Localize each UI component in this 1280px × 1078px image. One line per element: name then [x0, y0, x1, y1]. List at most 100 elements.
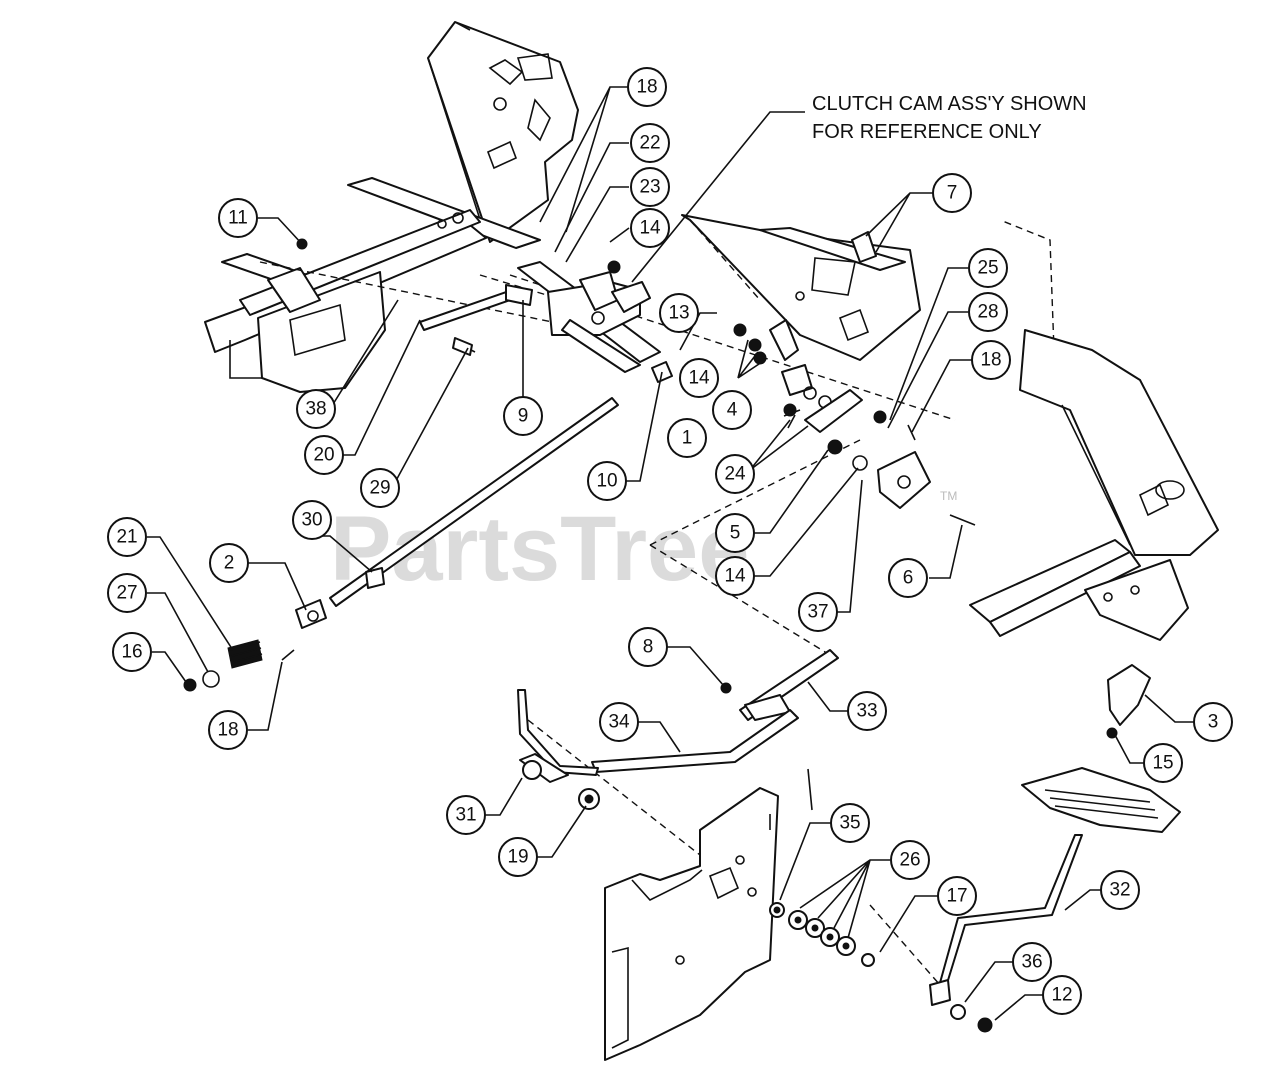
- svg-text:10: 10: [596, 471, 617, 492]
- callout-18-top: 18: [627, 67, 667, 107]
- callout-17: 17: [937, 876, 977, 916]
- callout-32: 32: [1100, 870, 1140, 910]
- svg-text:16: 16: [121, 642, 142, 663]
- svg-text:25: 25: [977, 258, 998, 279]
- callout-20: 20: [304, 435, 344, 475]
- callout-4: 4: [712, 390, 752, 430]
- svg-text:19: 19: [507, 847, 528, 868]
- svg-text:31: 31: [455, 805, 476, 826]
- callout-22: 22: [630, 123, 670, 163]
- callout-26: 26: [890, 840, 930, 880]
- svg-text:35: 35: [839, 813, 860, 834]
- svg-text:11: 11: [228, 208, 248, 229]
- callout-18-left: 18: [208, 710, 248, 750]
- svg-text:22: 22: [639, 133, 660, 154]
- svg-text:14: 14: [724, 566, 746, 587]
- svg-text:2: 2: [224, 553, 235, 574]
- callout-38: 38: [296, 389, 336, 429]
- svg-text:17: 17: [946, 886, 967, 907]
- svg-text:14: 14: [688, 368, 710, 389]
- watermark-text: PartsTree: [330, 498, 749, 600]
- svg-text:1: 1: [682, 428, 693, 449]
- svg-text:9: 9: [518, 406, 529, 427]
- callout-14-top: 14: [630, 208, 670, 248]
- callout-5: 5: [715, 513, 755, 553]
- callout-12: 12: [1042, 975, 1082, 1015]
- svg-text:4: 4: [727, 400, 738, 421]
- right-frame: [969, 329, 1219, 641]
- svg-text:18: 18: [217, 720, 238, 741]
- svg-text:38: 38: [305, 399, 326, 420]
- svg-text:23: 23: [639, 177, 660, 198]
- svg-text:32: 32: [1109, 880, 1130, 901]
- callout-34: 34: [599, 702, 639, 742]
- callout-11: 11: [218, 198, 258, 238]
- svg-text:21: 21: [116, 527, 137, 548]
- clutch-cam-assembly: [517, 260, 661, 373]
- svg-text:18: 18: [636, 77, 657, 98]
- svg-text:20: 20: [313, 445, 334, 466]
- svg-text:18: 18: [980, 350, 1001, 371]
- svg-text:15: 15: [1152, 753, 1173, 774]
- svg-text:13: 13: [668, 303, 689, 324]
- svg-text:33: 33: [856, 701, 877, 722]
- callout-35: 35: [830, 803, 870, 843]
- svg-text:36: 36: [1021, 952, 1042, 973]
- callout-37: 37: [798, 592, 838, 632]
- callout-33: 33: [847, 691, 887, 731]
- svg-text:30: 30: [301, 510, 322, 531]
- right-platform: [681, 214, 921, 361]
- lower-side-panel: [604, 787, 779, 1061]
- callout-14-center: 14: [679, 358, 719, 398]
- svg-text:12: 12: [1051, 985, 1072, 1006]
- washer-group: [769, 902, 875, 967]
- callout-15: 15: [1143, 743, 1183, 783]
- center-linkage: [329, 284, 976, 607]
- left-spring-group: [183, 599, 327, 692]
- shift-lever-group: [929, 664, 1181, 1033]
- callout-36: 36: [1012, 942, 1052, 982]
- watermark-tm: TM: [940, 489, 957, 503]
- watermark: PartsTree TM: [330, 489, 957, 600]
- svg-text:24: 24: [724, 464, 746, 485]
- svg-text:5: 5: [730, 523, 741, 544]
- callout-3: 3: [1193, 702, 1233, 742]
- callout-2: 2: [209, 543, 249, 583]
- note-line-2: FOR REFERENCE ONLY: [812, 121, 1042, 143]
- callouts: 18 22 23 14 7 11 25 28 13 18 38 9 14 4 1…: [107, 67, 1233, 1015]
- callout-29: 29: [360, 468, 400, 508]
- callout-30: 30: [292, 500, 332, 540]
- upper-left-frame: [204, 21, 579, 393]
- callout-21: 21: [107, 517, 147, 557]
- callout-1: 1: [667, 418, 707, 458]
- svg-text:34: 34: [608, 712, 630, 733]
- svg-text:37: 37: [807, 602, 828, 623]
- svg-text:29: 29: [369, 478, 390, 499]
- callout-18-right: 18: [971, 340, 1011, 380]
- callout-8: 8: [628, 627, 668, 667]
- callout-6: 6: [888, 558, 928, 598]
- svg-text:7: 7: [947, 183, 958, 204]
- callout-23: 23: [630, 167, 670, 207]
- callout-19: 19: [498, 837, 538, 877]
- svg-text:28: 28: [977, 302, 998, 323]
- callout-13: 13: [659, 293, 699, 333]
- reference-note: CLUTCH CAM ASS'Y SHOWN FOR REFERENCE ONL…: [812, 93, 1087, 143]
- callout-9: 9: [503, 396, 543, 436]
- lower-linkage: [517, 649, 839, 810]
- callout-14-lower: 14: [715, 556, 755, 596]
- svg-text:26: 26: [899, 850, 920, 871]
- callout-10: 10: [587, 461, 627, 501]
- callout-24: 24: [715, 454, 755, 494]
- note-line-1: CLUTCH CAM ASS'Y SHOWN: [812, 93, 1087, 115]
- callout-7: 7: [932, 173, 972, 213]
- callout-16: 16: [112, 632, 152, 672]
- callout-31: 31: [446, 795, 486, 835]
- svg-text:6: 6: [903, 568, 914, 589]
- callout-28: 28: [968, 292, 1008, 332]
- svg-text:14: 14: [639, 218, 661, 239]
- callout-27: 27: [107, 573, 147, 613]
- svg-text:27: 27: [116, 583, 137, 604]
- svg-text:3: 3: [1208, 712, 1219, 733]
